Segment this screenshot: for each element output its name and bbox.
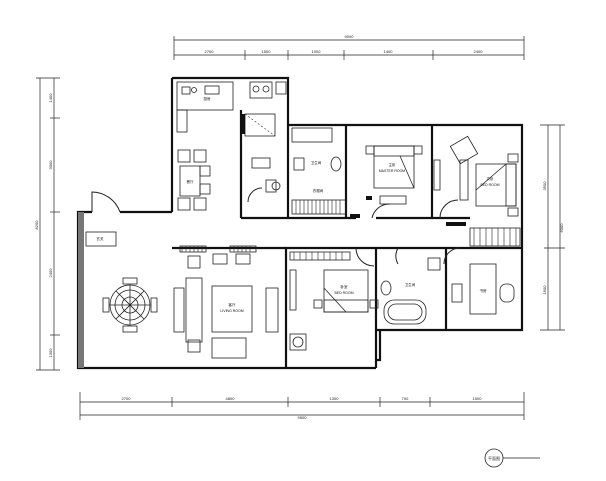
dim-top-seg-2: 1500 [262, 49, 272, 54]
bottom-dimension-lines: 2700 4800 1300 700 1500 9500 [79, 392, 525, 420]
bathroom-1: 卫生间 [247, 127, 342, 203]
bedroom-3: 卧室 BED ROOM [289, 247, 379, 351]
top-dimension-lines: 9000 2700 1500 1000 1400 2400 [173, 34, 525, 60]
title-block: 平面图 [484, 448, 540, 468]
dim-left-total: 8200 [34, 220, 39, 230]
dim-top-seg-4: 1400 [384, 49, 394, 54]
dim-right-seg-2: 1600 [542, 285, 547, 295]
wardrobe-right [469, 227, 521, 247]
master-bedroom-label: 主卧 [389, 162, 397, 167]
dim-right-seg-1: 3500 [542, 181, 547, 191]
dim-top-seg-1: 2700 [205, 49, 215, 54]
title-block-label: 平面图 [488, 455, 500, 461]
bedroom-3-sub-label: BED ROOM [334, 291, 353, 295]
master-bedroom-sub-label: MASTER ROOM [379, 169, 406, 173]
bedroom-2-label: 次卧 [487, 176, 495, 181]
dim-left-seg-1: 1400 [48, 93, 53, 103]
living-label: 客厅 [229, 302, 236, 307]
bath-1-label: 卫生间 [311, 160, 322, 165]
master-bedroom: 主卧 MASTER ROOM [365, 145, 441, 219]
study-label: 书房 [480, 288, 488, 293]
dining-area: 餐厅 [177, 149, 211, 211]
dim-bottom-seg-3: 1300 [330, 396, 340, 401]
dim-left-seg-3: 2400 [48, 268, 53, 278]
entrance-label: 玄关 [97, 236, 104, 241]
dim-bottom-seg-2: 4800 [226, 396, 236, 401]
kitchen-label: 厨房 [204, 96, 211, 101]
wall-hatches [241, 114, 466, 226]
dim-top-seg-3: 1000 [312, 49, 322, 54]
dim-right-total: 6000 [559, 223, 564, 233]
dim-left-seg-4: 1300 [48, 348, 53, 358]
bedroom-2-sub-label: BED ROOM [480, 183, 499, 187]
bath-2-label: 卫生间 [405, 282, 416, 287]
bedroom-2: 次卧 BED ROOM [439, 135, 519, 219]
dim-top-total: 9000 [345, 34, 355, 39]
dim-bottom-seg-5: 1500 [473, 396, 483, 401]
kitchen: 厨房 [176, 81, 287, 137]
study: 书房 [443, 247, 515, 315]
left-dimension-lines: 8200 1400 3000 2400 1300 [34, 77, 60, 371]
dim-bottom-seg-4: 700 [402, 396, 409, 401]
living-room: 客厅 LIVING ROOM 玄关 [85, 231, 279, 359]
bedroom-3-label: 卧室 [341, 284, 349, 289]
bathroom-2: 卫生间 [380, 247, 441, 325]
dim-bottom-seg-1: 2700 [122, 396, 132, 401]
cloakroom: 衣帽间 [291, 188, 347, 215]
dim-top-seg-5: 2400 [474, 49, 484, 54]
cloakroom-label: 衣帽间 [313, 188, 324, 193]
dining-label: 餐厅 [187, 179, 194, 184]
dim-bottom-total: 9500 [298, 415, 308, 420]
dim-left-seg-2: 3000 [48, 160, 53, 170]
right-dimension-lines: 3500 1600 6000 [540, 124, 565, 331]
living-sub-label: LIVING ROOM [220, 309, 243, 313]
entrance-door [78, 191, 121, 368]
outer-walls [76, 76, 524, 370]
